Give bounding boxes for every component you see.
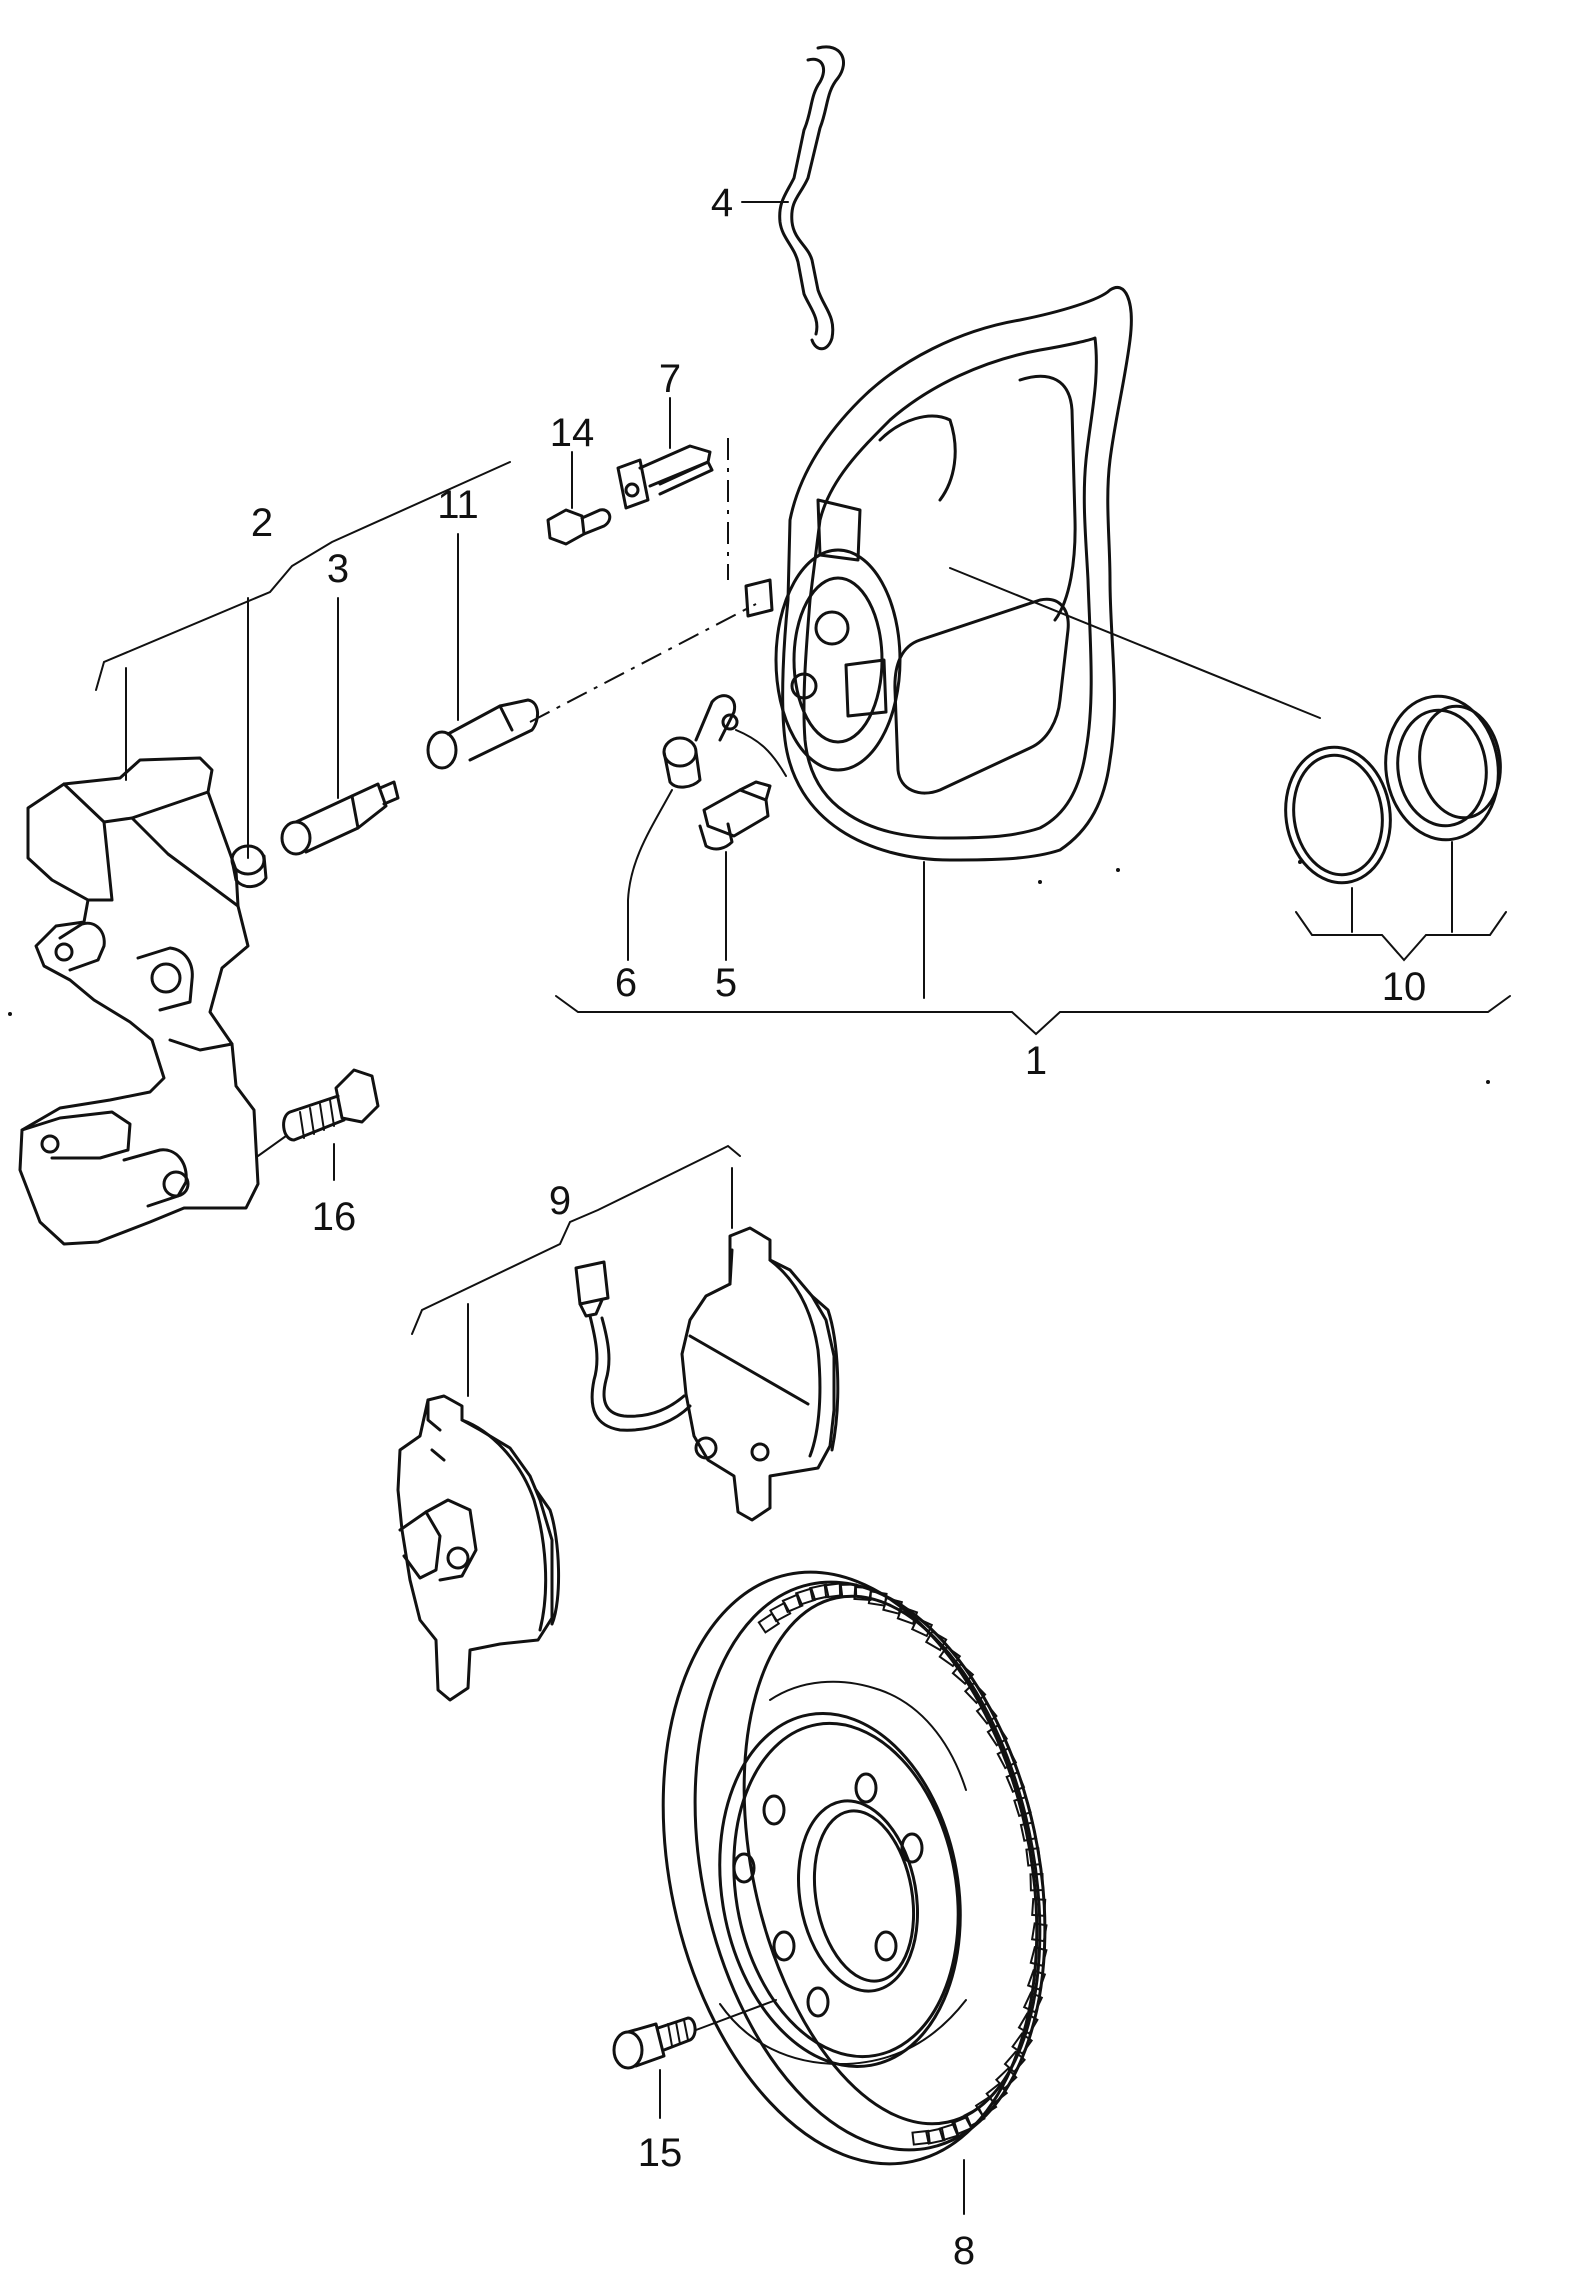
brake-carrier bbox=[18, 756, 260, 1246]
disc-vane-slot bbox=[781, 1593, 804, 1614]
brake-caliper-housing bbox=[744, 286, 1133, 862]
disc-vane-slot bbox=[996, 1746, 1018, 1770]
disc-vane-slot bbox=[1031, 1897, 1047, 1917]
callout-15: 15 bbox=[638, 2131, 683, 2175]
leader-seal bbox=[949, 567, 1321, 719]
bleeder-valve bbox=[698, 780, 772, 851]
callout-6: 6 bbox=[615, 961, 637, 1005]
leader-16-pin bbox=[257, 1135, 287, 1157]
callout-14: 14 bbox=[550, 411, 595, 455]
disc-vane-slot bbox=[938, 1645, 962, 1668]
piston-seal-kit bbox=[1284, 694, 1502, 885]
brace-9 bbox=[411, 1144, 741, 1335]
callout-7: 7 bbox=[659, 357, 681, 401]
callout-9: 9 bbox=[549, 1179, 571, 1223]
disc-vane-slot bbox=[951, 2115, 974, 2136]
disc-vane-slot bbox=[910, 1616, 934, 1638]
assembly-axis-line bbox=[529, 603, 757, 723]
brake-pad-outer bbox=[680, 1226, 840, 1522]
disc-vane-slot bbox=[911, 2129, 931, 2146]
guide-pin bbox=[280, 780, 400, 856]
piston-bore bbox=[774, 548, 902, 772]
disc-vane-slot bbox=[1011, 2032, 1034, 2055]
brace-2 bbox=[95, 461, 511, 691]
disc-vane-slot bbox=[963, 1681, 987, 1705]
bracket-bolt bbox=[546, 508, 612, 546]
leader-15-pin bbox=[695, 1999, 777, 2031]
disc-vane-slot bbox=[1017, 2012, 1039, 2036]
disc-vane-slot bbox=[1025, 1847, 1042, 1867]
scan-speck bbox=[1298, 860, 1302, 864]
disc-vane-slot bbox=[963, 2106, 986, 2128]
leader-6 bbox=[627, 789, 673, 961]
disc-vane-slot bbox=[975, 1702, 998, 1725]
callout-2: 2 bbox=[251, 501, 273, 545]
disc-vane-slot bbox=[1029, 1946, 1048, 1967]
disc-vane-slot bbox=[1013, 1795, 1032, 1818]
disc-vane-slot bbox=[882, 1596, 904, 1615]
disc-vane-slot bbox=[896, 1605, 919, 1626]
disc-vane-slot bbox=[1005, 1770, 1026, 1794]
callout-10: 10 bbox=[1382, 965, 1427, 1009]
brake-disc bbox=[661, 1570, 1047, 2166]
scan-speck bbox=[8, 1012, 12, 1016]
callout-16: 16 bbox=[312, 1195, 357, 1239]
disc-vane-slot bbox=[838, 1583, 858, 1598]
disc-vane-slot bbox=[757, 1612, 781, 1634]
pad-wear-sensor bbox=[574, 1260, 692, 1432]
disc-cooling-vanes bbox=[757, 1582, 1048, 2146]
callout-3: 3 bbox=[327, 547, 349, 591]
disc-vane-slot bbox=[1030, 1922, 1048, 1943]
brake-hose-clip bbox=[778, 45, 845, 351]
carrier-bolt bbox=[282, 1068, 380, 1142]
disc-vane-slot bbox=[1026, 1969, 1047, 1991]
disc-vane-slot bbox=[938, 2122, 960, 2142]
brake-line-bracket bbox=[616, 444, 714, 510]
callout-1: 1 bbox=[1025, 1039, 1047, 1083]
disc-vane-slot bbox=[809, 1583, 830, 1602]
guide-bushing bbox=[426, 698, 539, 770]
callout-8: 8 bbox=[953, 2229, 975, 2273]
disc-vane-slot bbox=[951, 1662, 975, 1686]
brake-pad-inner bbox=[396, 1394, 561, 1702]
callout-4: 4 bbox=[711, 181, 733, 225]
scan-speck bbox=[1486, 1080, 1490, 1084]
disc-retaining-screw bbox=[612, 2016, 697, 2070]
disc-vane-slot bbox=[823, 1582, 844, 1599]
callout-5: 5 bbox=[715, 961, 737, 1005]
scan-speck bbox=[1116, 868, 1120, 872]
disc-vane-slot bbox=[1029, 1873, 1044, 1892]
disc-vane-slot bbox=[986, 1723, 1009, 1747]
disc-vane-slot bbox=[925, 2127, 946, 2145]
disc-vane-slot bbox=[794, 1587, 817, 1607]
disc-vane-slot bbox=[1019, 1821, 1038, 1842]
bleeder-dust-cap bbox=[662, 694, 787, 789]
callout-11: 11 bbox=[437, 483, 479, 527]
scan-speck bbox=[1038, 880, 1042, 884]
brace-1 bbox=[555, 995, 1511, 1036]
disc-vane-slot bbox=[1022, 1991, 1044, 2014]
disc-vane-slot bbox=[1003, 2050, 1026, 2074]
disc-vane-slot bbox=[924, 1630, 948, 1652]
brace-10 bbox=[1295, 911, 1507, 962]
disc-vane-slot bbox=[769, 1601, 792, 1623]
